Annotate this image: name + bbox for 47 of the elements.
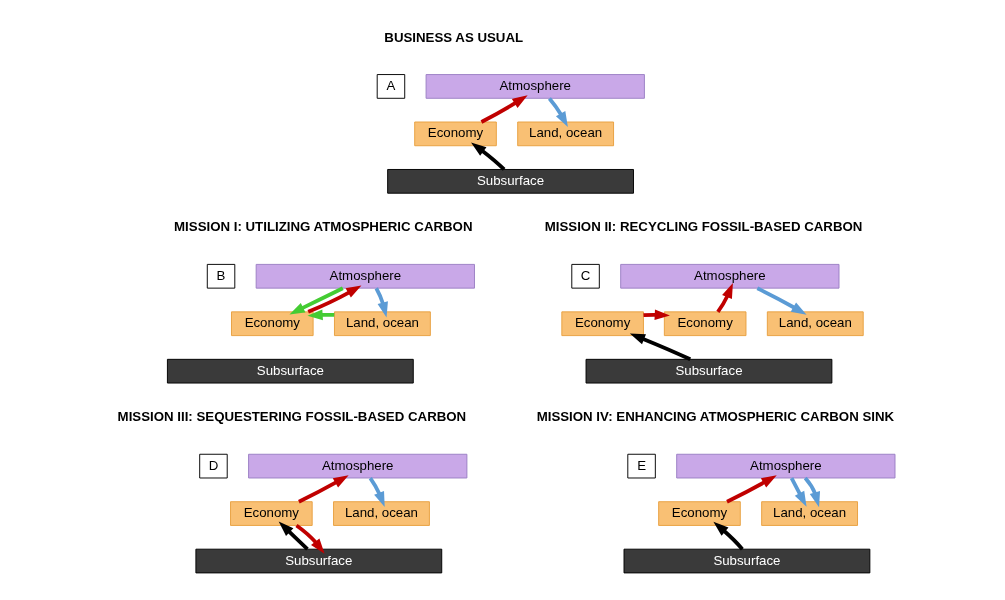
arrow [713, 521, 744, 551]
node-box: A [376, 74, 406, 99]
label: BUSINESS AS USUAL [384, 29, 524, 45]
arrow [726, 475, 777, 504]
arrow [643, 309, 670, 321]
node-box: B [206, 263, 236, 289]
node-box: Economy [231, 311, 314, 337]
node-box: Land, ocean [761, 501, 858, 526]
node-box: Atmosphere [676, 453, 896, 479]
node-box: Economy [663, 311, 747, 337]
node-box: Atmosphere [255, 263, 475, 289]
node-box: Subsurface [387, 169, 634, 194]
node-box: Land, ocean [517, 121, 615, 147]
node-box: Subsurface [585, 358, 833, 384]
node-box: Economy [658, 501, 741, 526]
node-box: Atmosphere [425, 74, 645, 99]
node-box: Land, ocean [334, 311, 431, 337]
node-box: Subsurface [166, 358, 414, 384]
node-box: C [571, 263, 600, 289]
arrow [547, 97, 568, 128]
node-box: E [627, 453, 656, 479]
node-box: Land, ocean [333, 501, 430, 526]
node-box: Subsurface [195, 548, 443, 574]
arrow [480, 95, 528, 124]
node-box: Land, ocean [766, 311, 864, 337]
node-box: Subsurface [623, 548, 871, 574]
label: MISSION III: SEQUESTERING FOSSIL-BASED CARBON [117, 409, 467, 425]
arrow [756, 286, 807, 315]
node-box: Economy [414, 121, 497, 147]
arrow [803, 476, 821, 508]
node-box: D [199, 453, 228, 479]
arrow [716, 282, 733, 313]
arrow [295, 524, 325, 554]
label: MISSION I: UTILIZING ATMOSPHERIC CARBON [174, 219, 473, 235]
node-box: Atmosphere [620, 263, 840, 289]
arrow [298, 475, 349, 504]
arrow [278, 521, 309, 551]
label: MISSION II: RECYCLING FOSSIL-BASED CARBON [544, 219, 863, 235]
arrow [789, 477, 807, 507]
arrow [368, 477, 385, 508]
arrow [471, 142, 506, 171]
node-box: Economy [561, 311, 644, 337]
arrow [307, 285, 362, 314]
node-box: Atmosphere [248, 453, 468, 479]
label: MISSION IV: ENHANCING ATMOSPHERIC CARBON SINK [536, 409, 895, 425]
node-box: Economy [230, 501, 313, 526]
arrow [629, 333, 692, 362]
